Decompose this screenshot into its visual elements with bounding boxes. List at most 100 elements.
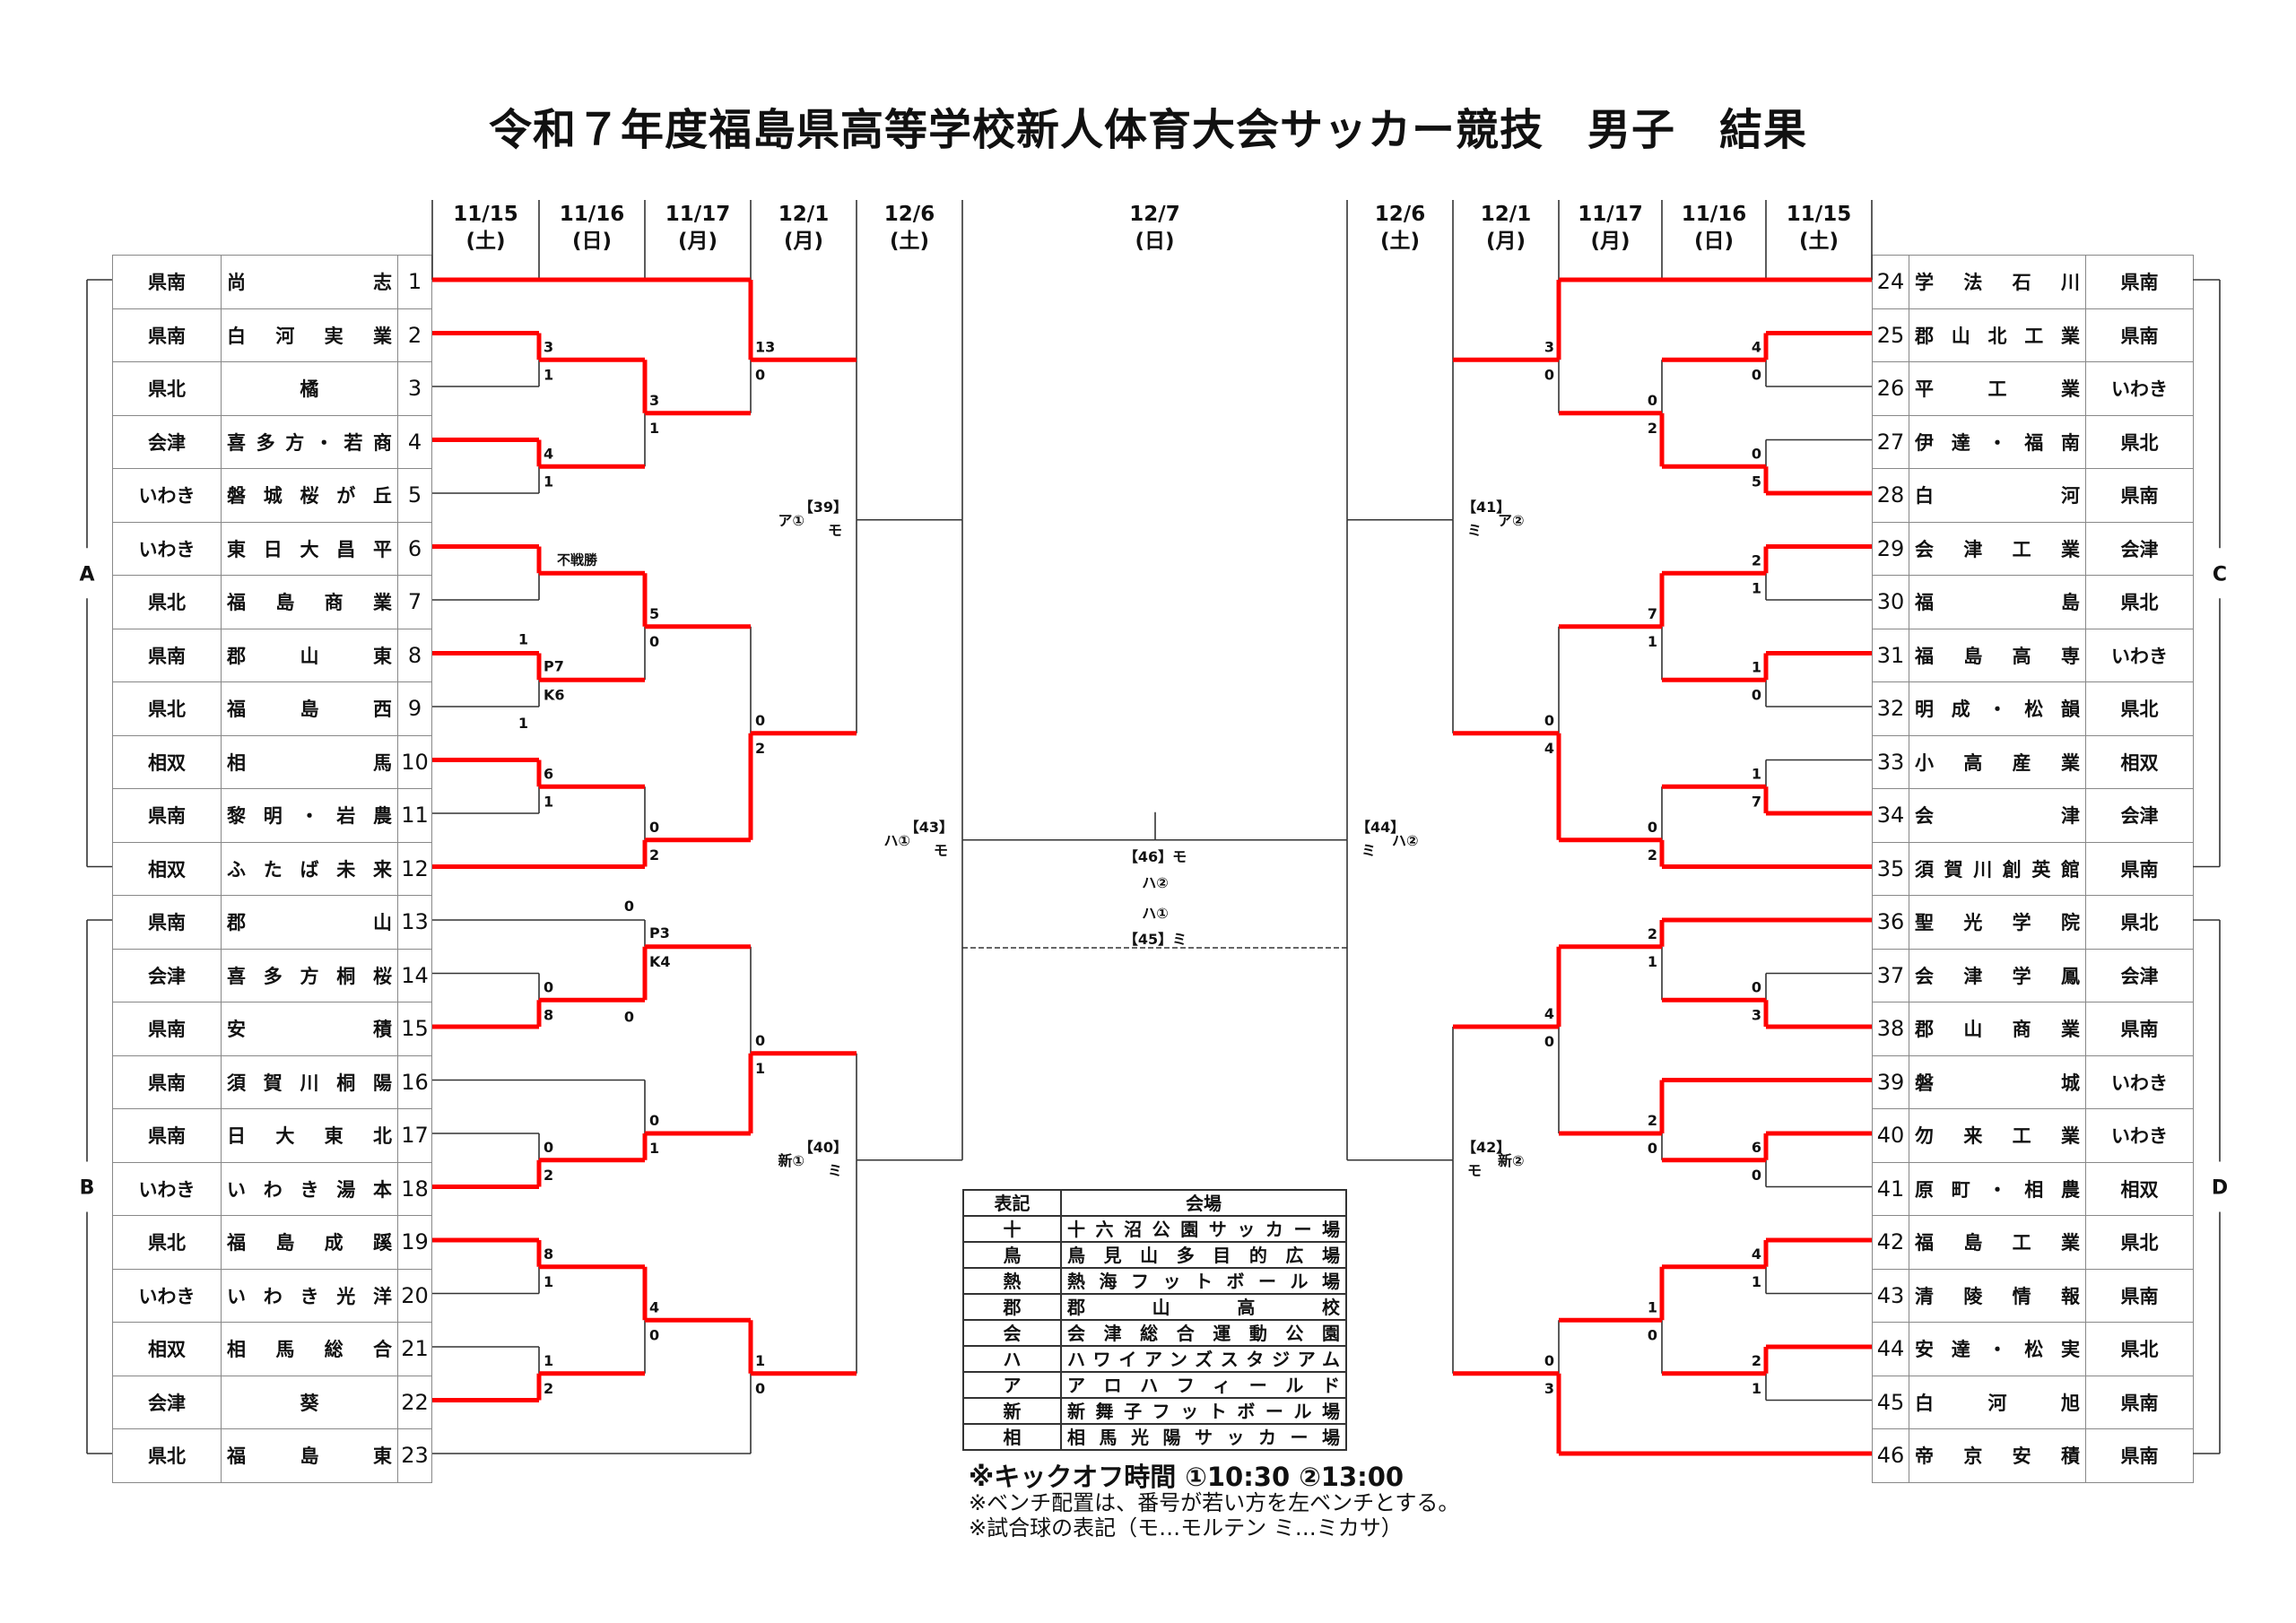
score-top: 0	[1648, 392, 1657, 409]
team-name: 安達・松実	[1909, 1323, 2085, 1376]
date-label: 11/16	[1681, 203, 1747, 226]
team-name-text: 平工業	[1915, 378, 2080, 401]
venue-code: 会	[962, 1319, 1062, 1347]
team-number: 21	[397, 1323, 432, 1376]
team-name-text: 会津	[1915, 805, 2080, 828]
match-ball: ミ	[1467, 522, 1482, 539]
team-number: 33	[1872, 735, 1909, 788]
team-name: 磐城	[1909, 1055, 2085, 1108]
team-number: 15	[397, 1002, 432, 1055]
score-top: 2	[1648, 925, 1657, 942]
date-label: 11/16	[559, 203, 625, 226]
score-bottom: 2	[649, 846, 659, 864]
team-name-text: 福島西	[227, 699, 392, 721]
score-top: 0	[544, 978, 553, 995]
group-label-a: A	[79, 563, 94, 586]
score-bottom: 3	[1752, 1006, 1761, 1023]
team-prefecture: 県南	[112, 896, 221, 949]
pk-score-bottom: K4	[649, 953, 671, 970]
match-venue: 新①	[778, 1152, 804, 1169]
team-name-text: 須賀川桐陽	[227, 1072, 392, 1094]
score-top: 13	[755, 338, 775, 355]
team-name: 須賀川創英館	[1909, 842, 2085, 895]
page-title: 令和７年度福島県高等学校新人体育大会サッカー競技 男子 結果	[488, 105, 1807, 155]
score-bottom: 8	[544, 1006, 553, 1023]
team-name: 日大東北	[221, 1109, 397, 1162]
score-bottom: 1	[544, 793, 553, 810]
team-number: 28	[1872, 469, 1909, 522]
team-prefecture: いわき	[2085, 1109, 2194, 1162]
date-label: 11/17	[665, 203, 731, 226]
team-name-text: 勿来工業	[1915, 1125, 2080, 1148]
team-name-text: 喜多方桐桜	[227, 965, 392, 987]
venue-code: 郡	[962, 1293, 1062, 1321]
team-number: 8	[397, 629, 432, 681]
venue-header-row: 表記 会場	[962, 1189, 1347, 1217]
team-prefecture: 県北	[112, 682, 221, 735]
score-bottom: 0	[1544, 1033, 1554, 1050]
venue-code: 熱	[962, 1267, 1062, 1295]
venue-header-name: 会場	[1060, 1189, 1347, 1217]
team-prefecture: いわき	[112, 522, 221, 575]
final-venue: ハ②	[1142, 874, 1169, 891]
team-name: 喜多方・若商	[221, 415, 397, 468]
date-header-right: 11/15(土)	[1766, 201, 1872, 255]
team-name: 明成・松韻	[1909, 682, 2085, 735]
weekday-label: (土)	[889, 230, 930, 253]
score-bottom: 1	[649, 1140, 659, 1157]
match-venue: ア①	[778, 512, 804, 529]
venue-header-code: 表記	[962, 1189, 1062, 1217]
team-name-text: 福島成蹊	[227, 1232, 392, 1254]
score-top: 0	[1752, 445, 1761, 462]
team-number: 30	[1872, 576, 1909, 629]
team-number: 46	[1872, 1429, 1909, 1482]
team-prefecture: 県南	[112, 1055, 221, 1108]
team-name: 会津	[1909, 789, 2085, 842]
venue-code: 鳥	[962, 1241, 1062, 1269]
team-number: 20	[397, 1269, 432, 1322]
score-top: 4	[1544, 1005, 1554, 1022]
venue-name: ハワイアンズスタジアム	[1060, 1345, 1347, 1373]
team-name: いわき光洋	[221, 1269, 397, 1322]
team-prefecture: 県南	[2085, 308, 2194, 361]
date-header-left: 11/15(土)	[432, 201, 539, 255]
score-bottom: 1	[544, 473, 553, 490]
team-name: ふたば未来	[221, 842, 397, 895]
venue-name: 郡山高校	[1060, 1293, 1347, 1321]
team-prefecture: 相双	[112, 842, 221, 895]
team-name: 福島商業	[221, 576, 397, 629]
team-name-text: 福島高専	[1915, 645, 2080, 667]
venue-name: 新舞子フットボール場	[1060, 1397, 1347, 1425]
score-top: 0	[1544, 1352, 1554, 1369]
venue-name: アロハフィールド	[1060, 1371, 1347, 1399]
team-number: 4	[397, 415, 432, 468]
team-name: 平工業	[1909, 362, 2085, 415]
team-number: 42	[1872, 1216, 1909, 1269]
match-venue: ア②	[1498, 512, 1525, 529]
date-label: 12/1	[778, 203, 830, 226]
team-number: 36	[1872, 896, 1909, 949]
team-name: 白河	[1909, 469, 2085, 522]
venue-name: 十六沼公園サッカー場	[1060, 1215, 1347, 1243]
venue-name-text: 相馬光陽サッカー場	[1067, 1426, 1340, 1448]
team-name: 福島東	[221, 1429, 397, 1482]
team-name: 安積	[221, 1002, 397, 1055]
team-name-text: 福島	[1915, 592, 2080, 614]
score-bottom: 1	[649, 420, 659, 437]
team-number: 31	[1872, 629, 1909, 681]
team-number: 39	[1872, 1055, 1909, 1108]
score-bottom: 1	[544, 366, 553, 383]
date-header-right: 11/16(日)	[1662, 201, 1766, 255]
